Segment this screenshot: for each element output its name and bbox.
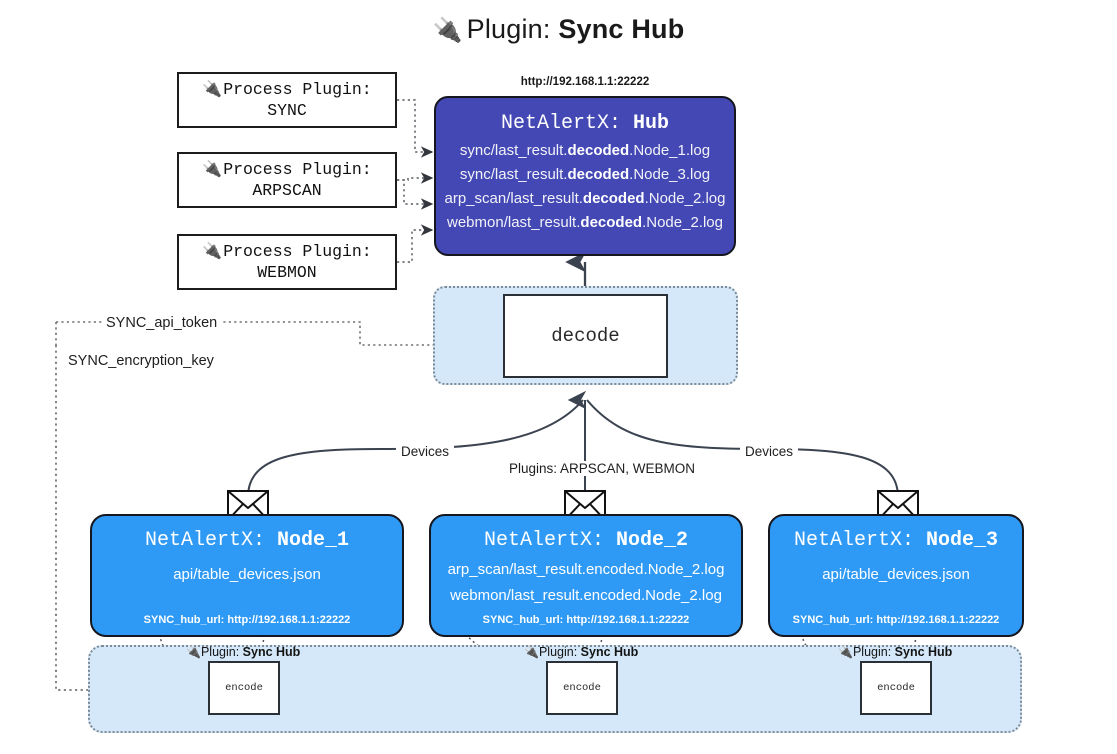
node-title-name: Node_1 [277,529,350,552]
encode-caption-lead: Plugin: [538,645,581,659]
log-post: .Node_2.log [644,190,726,207]
log-mid: decoded [580,214,643,231]
process-plugin-label: Process Plugin: [223,159,372,179]
process-plugin-sync[interactable]: 🔌 Process Plugin: SYNC [177,72,397,128]
hub-log-line: sync/last_result.decoded.Node_3.log [436,166,734,183]
plug-icon: 🔌 [838,645,853,659]
process-plugin-label: Process Plugin: [223,241,372,261]
edge-label-devices-left: Devices [396,444,455,459]
node-title: NetAlertX: Node_2 [431,529,741,552]
log-mid: decoded [567,142,630,159]
node-title-name: Node_2 [616,529,689,552]
encode-caption-lead: Plugin: [852,645,895,659]
hub-log-line: webmon/last_result.decoded.Node_2.log [436,214,734,231]
node-resource-line: webmon/last_result.encoded.Node_2.log [450,587,722,604]
process-plugin-name: WEBMON [257,263,317,282]
log-pre: sync/last_result. [459,142,568,159]
process-plugin-label: Process Plugin: [223,79,372,99]
encode-caption-lead: Plugin: [200,645,243,659]
plug-icon: 🔌 [186,645,201,659]
process-plugin-arpscan[interactable]: 🔌 Process Plugin: ARPSCAN [177,152,397,208]
node-title: NetAlertX: Node_1 [92,529,402,552]
log-pre: webmon/last_result. [447,214,581,231]
plug-icon: 🔌 [524,645,539,659]
node-resource-line: api/table_devices.json [822,566,970,583]
page-title-name: Sync Hub [558,14,685,44]
edge-label-devices-right: Devices [740,444,799,459]
encode-caption-name: Sync Hub [580,645,639,659]
node-card-node-2[interactable]: NetAlertX: Node_2 arp_scan/last_result.e… [429,514,743,637]
encode-caption-name: Sync Hub [894,645,953,659]
node-card-node-3[interactable]: NetAlertX: Node_3 api/table_devices.json… [768,514,1024,637]
node-title-name: Node_3 [926,529,999,552]
plug-icon: 🔌 [202,159,223,179]
log-post: .Node_1.log [629,142,711,159]
sync-encryption-key-label: SYNC_encryption_key [64,353,218,369]
log-post: .Node_3.log [629,166,711,183]
node-hub-url-label: SYNC_hub_url: http://192.168.1.1:22222 [482,614,690,626]
hub-title-name: Hub [633,112,670,135]
hub-log-line: arp_scan/last_result.decoded.Node_2.log [436,190,734,207]
encode-caption-name: Sync Hub [242,645,301,659]
encode-caption-node-3: 🔌Plugin: Sync Hub [838,645,952,659]
node-title-prefix: NetAlertX: [483,529,616,552]
log-mid: decoded [567,166,630,183]
plug-icon: 🔌 [202,241,223,261]
page-title-lead: Plugin: [466,14,559,44]
plug-icon: 🔌 [202,79,223,99]
hub-title: NetAlertX: Hub [436,112,734,135]
node-resource-line: arp_scan/last_result.encoded.Node_2.log [447,561,725,578]
decode-box[interactable]: decode [503,294,668,378]
hub-log-line: sync/last_result.decoded.Node_1.log [436,142,734,159]
node-title-prefix: NetAlertX: [793,529,926,552]
encode-caption-node-2: 🔌Plugin: Sync Hub [524,645,638,659]
process-plugin-name: ARPSCAN [252,181,322,200]
hub-url-label: http://192.168.1.1:22222 [520,76,650,88]
process-plugin-name: SYNC [267,101,307,120]
sync-api-token-label: SYNC_api_token [102,315,222,331]
node-hub-url-label: SYNC_hub_url: http://192.168.1.1:22222 [143,614,351,626]
encode-box-node-3[interactable]: encode [860,661,932,715]
node-card-node-1[interactable]: NetAlertX: Node_1 api/table_devices.json… [90,514,404,637]
encode-box-node-2[interactable]: encode [546,661,618,715]
node-title: NetAlertX: Node_3 [770,529,1022,552]
page-title: 🔌Plugin: Sync Hub [0,14,1117,45]
process-plugin-webmon[interactable]: 🔌 Process Plugin: WEBMON [177,234,397,290]
node-hub-url-label: SYNC_hub_url: http://192.168.1.1:22222 [792,614,1000,626]
log-pre: sync/last_result. [459,166,568,183]
node-resource-line: api/table_devices.json [173,566,321,583]
plug-icon: 🔌 [432,17,463,44]
node-title-prefix: NetAlertX: [144,529,277,552]
hub-title-prefix: NetAlertX: [500,112,633,135]
log-mid: decoded [582,190,645,207]
encode-caption-node-1: 🔌Plugin: Sync Hub [186,645,300,659]
hub-node[interactable]: NetAlertX: Hub sync/last_result.decoded.… [434,96,736,256]
log-post: .Node_2.log [642,214,723,231]
edge-label-plugins-center: Plugins: ARPSCAN, WEBMON [504,461,701,476]
encode-box-node-1[interactable]: encode [208,661,280,715]
log-pre: arp_scan/last_result. [444,190,583,207]
